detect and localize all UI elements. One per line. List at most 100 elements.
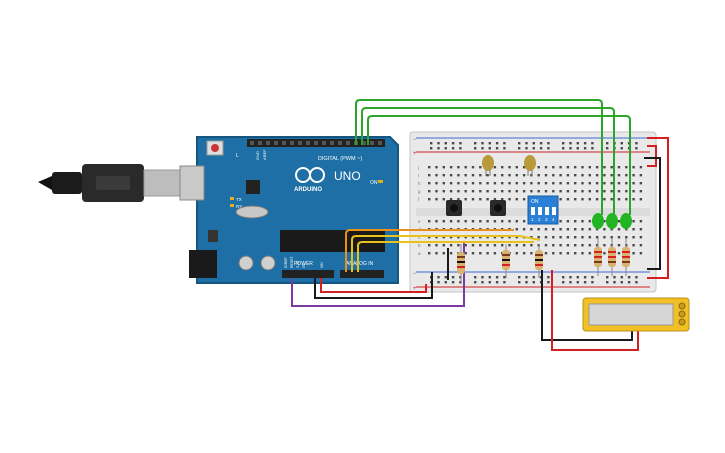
wire-red-rail-long[interactable] — [647, 137, 669, 279]
breadboard-hole[interactable] — [444, 276, 447, 279]
breadboard-hole[interactable] — [617, 198, 621, 201]
breadboard-hole[interactable] — [488, 142, 491, 145]
breadboard-hole[interactable] — [591, 147, 594, 150]
breadboard-hole[interactable] — [532, 142, 535, 145]
wire-green-3[interactable] — [367, 115, 631, 215]
breadboard-hole[interactable] — [515, 252, 518, 255]
breadboard-hole[interactable] — [486, 198, 489, 201]
breadboard-hole[interactable] — [488, 276, 491, 279]
breadboard-hole[interactable] — [474, 276, 477, 279]
breadboard-hole[interactable] — [635, 276, 638, 279]
breadboard-hole[interactable] — [552, 252, 555, 255]
breadboard-hole[interactable] — [486, 244, 489, 247]
wire-yellow[interactable] — [351, 235, 541, 272]
breadboard-hole[interactable] — [544, 182, 548, 185]
breadboard-hole[interactable] — [581, 236, 584, 239]
breadboard-hole[interactable] — [437, 147, 440, 150]
breadboard-hole[interactable] — [620, 142, 623, 145]
breadboard-hole[interactable] — [625, 236, 628, 239]
breadboard-hole[interactable] — [625, 198, 628, 201]
breadboard-hole[interactable] — [603, 220, 606, 223]
breadboard-hole[interactable] — [471, 190, 475, 193]
breadboard-hole[interactable] — [603, 228, 606, 231]
breadboard-hole[interactable] — [617, 166, 621, 169]
breadboard-hole[interactable] — [486, 220, 489, 223]
breadboard-hole[interactable] — [522, 166, 526, 169]
breadboard-hole[interactable] — [639, 228, 643, 231]
breadboard-hole[interactable] — [459, 276, 462, 279]
breadboard-hole[interactable] — [559, 182, 562, 185]
breadboard-hole[interactable] — [444, 281, 447, 284]
breadboard-hole[interactable] — [574, 182, 577, 185]
wire-red-rail-right[interactable] — [647, 145, 657, 167]
breadboard-hole[interactable] — [515, 236, 518, 239]
breadboard-hole[interactable] — [574, 198, 577, 201]
arduino-uno-board[interactable]: DIGITAL (PWM ~) AREF GND L TX RX ON ARDU… — [179, 136, 399, 284]
dip-switch[interactable]: ON 1 2 3 4 — [527, 195, 559, 225]
breadboard-hole[interactable] — [576, 147, 579, 150]
breadboard-hole[interactable] — [576, 281, 579, 284]
breadboard-hole[interactable] — [595, 228, 599, 231]
lcd-display-module[interactable] — [582, 297, 690, 332]
breadboard-hole[interactable] — [620, 147, 623, 150]
breadboard-hole[interactable] — [488, 147, 491, 150]
breadboard-hole[interactable] — [464, 182, 467, 185]
breadboard-hole[interactable] — [581, 190, 584, 193]
reset-button-cap[interactable] — [211, 144, 219, 152]
breadboard-hole[interactable] — [595, 198, 599, 201]
wire-orange[interactable] — [345, 229, 514, 272]
breadboard-hole[interactable] — [435, 198, 438, 201]
breadboard-hole[interactable] — [603, 174, 606, 177]
led-yellow-1[interactable] — [482, 155, 494, 176]
breadboard-hole[interactable] — [632, 252, 635, 255]
breadboard-hole[interactable] — [459, 281, 462, 284]
breadboard-hole[interactable] — [508, 220, 511, 223]
breadboard-hole[interactable] — [537, 182, 540, 185]
breadboard-hole[interactable] — [639, 252, 643, 255]
breadboard-hole[interactable] — [583, 276, 587, 279]
breadboard-hole[interactable] — [595, 236, 599, 239]
breadboard-hole[interactable] — [539, 147, 543, 150]
breadboard-hole[interactable] — [574, 252, 577, 255]
breadboard-hole[interactable] — [522, 174, 526, 177]
lcd-pin-3[interactable] — [678, 318, 686, 326]
breadboard-hole[interactable] — [610, 198, 613, 201]
breadboard-hole[interactable] — [442, 198, 445, 201]
breadboard-hole[interactable] — [581, 228, 584, 231]
breadboard-hole[interactable] — [503, 276, 506, 279]
breadboard-hole[interactable] — [515, 220, 518, 223]
breadboard-hole[interactable] — [544, 244, 548, 247]
breadboard-hole[interactable] — [486, 174, 489, 177]
breadboard-hole[interactable] — [493, 174, 497, 177]
breadboard-hole[interactable] — [493, 198, 497, 201]
breadboard-hole[interactable] — [471, 198, 475, 201]
breadboard-hole[interactable] — [493, 182, 497, 185]
breadboard-hole[interactable] — [428, 244, 431, 247]
breadboard-hole[interactable] — [603, 198, 606, 201]
breadboard-hole[interactable] — [508, 174, 511, 177]
breadboard-hole[interactable] — [613, 281, 616, 284]
breadboard-hole[interactable] — [625, 166, 628, 169]
breadboard-hole[interactable] — [566, 228, 570, 231]
breadboard-hole[interactable] — [442, 190, 445, 193]
breadboard-hole[interactable] — [588, 174, 591, 177]
breadboard-hole[interactable] — [479, 252, 482, 255]
breadboard-hole[interactable] — [435, 166, 438, 169]
breadboard-hole[interactable] — [451, 147, 455, 150]
breadboard-hole[interactable] — [566, 174, 570, 177]
breadboard-hole[interactable] — [544, 190, 548, 193]
breadboard-hole[interactable] — [442, 220, 445, 223]
breadboard-hole[interactable] — [566, 252, 570, 255]
breadboard-hole[interactable] — [569, 142, 572, 145]
dip-toggle-2[interactable] — [538, 207, 542, 215]
breadboard-hole[interactable] — [603, 244, 606, 247]
breadboard-hole[interactable] — [493, 190, 497, 193]
breadboard-hole[interactable] — [525, 281, 528, 284]
breadboard-hole[interactable] — [508, 182, 511, 185]
breadboard-hole[interactable] — [508, 166, 511, 169]
breadboard-hole[interactable] — [457, 190, 460, 193]
breadboard-hole[interactable] — [539, 142, 543, 145]
breadboard-hole[interactable] — [617, 182, 621, 185]
breadboard-hole[interactable] — [522, 182, 526, 185]
breadboard-hole[interactable] — [559, 252, 562, 255]
